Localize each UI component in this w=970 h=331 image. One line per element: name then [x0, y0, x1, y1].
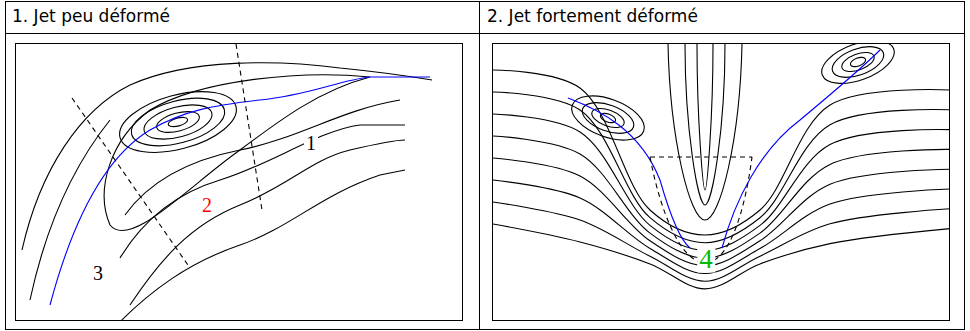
streamline [493, 70, 950, 235]
vortex-ring [849, 56, 867, 69]
streamline [493, 92, 950, 243]
streamline [493, 224, 950, 289]
right-streamlines [493, 43, 950, 289]
vortex-core [113, 80, 243, 163]
streamline [493, 202, 950, 281]
streamline [30, 120, 110, 300]
jet-axis [568, 98, 690, 248]
column-header: 2. Jet fortement déformé [487, 8, 698, 25]
streamline [22, 63, 432, 250]
streamline [120, 125, 405, 258]
table-grid [5, 1, 965, 330]
vortex-ring [816, 43, 900, 92]
panel-frame [493, 44, 950, 321]
panel-frame [16, 44, 463, 321]
vortex-ring [140, 98, 215, 145]
streamline [493, 158, 950, 266]
header-rule [5, 33, 965, 34]
jet-axis [50, 77, 430, 305]
vortex-loop [104, 75, 370, 231]
streamline [685, 44, 725, 205]
section-line [72, 44, 262, 268]
streamline [493, 114, 950, 250]
column-rule [479, 1, 480, 330]
vortex-ring [113, 80, 243, 163]
table-border [6, 2, 965, 330]
vortex-ring [167, 116, 188, 129]
vortex-ring [126, 89, 230, 154]
vortex-ring [828, 43, 888, 83]
streamline [130, 140, 405, 305]
callout-number: 2 [200, 195, 214, 215]
column-header: 1. Jet peu déformé [12, 8, 170, 25]
streamline [697, 44, 713, 190]
callout-number: 3 [91, 263, 105, 283]
vortex-ring [839, 49, 876, 76]
callout-number: 4 [697, 246, 715, 273]
streamline [112, 170, 405, 321]
streamline [668, 44, 742, 220]
jet-axis [722, 50, 880, 248]
callout-number: 1 [304, 133, 318, 153]
streamline [125, 100, 400, 215]
left-streamlines [22, 44, 432, 321]
vortex-core [816, 43, 900, 92]
